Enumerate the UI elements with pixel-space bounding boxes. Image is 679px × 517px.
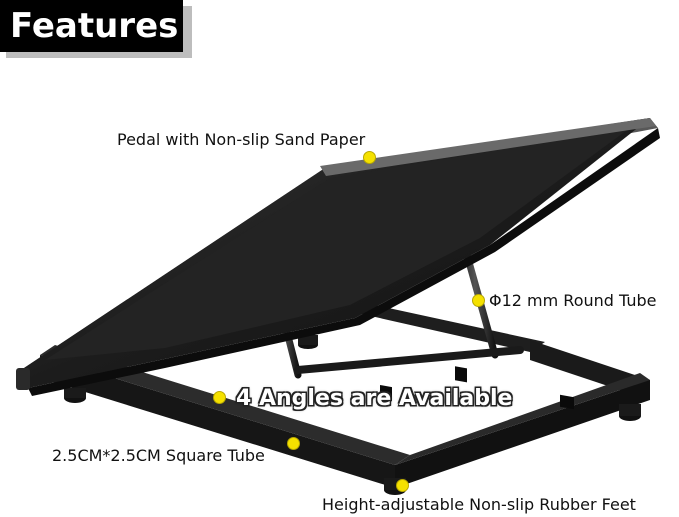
marker-dot-square-tube xyxy=(287,437,300,450)
callout-angles-label: 4 Angles are Available xyxy=(236,386,513,411)
pedal-plate xyxy=(16,118,660,396)
marker-dot-feet xyxy=(396,479,409,492)
callout-square-tube-label: 2.5CM*2.5CM Square Tube xyxy=(52,446,265,465)
marker-dot-pedal xyxy=(363,151,376,164)
callout-feet-label: Height-adjustable Non-slip Rubber Feet xyxy=(322,495,636,514)
callout-pedal-label: Pedal with Non-slip Sand Paper xyxy=(117,130,366,149)
page-title: Features xyxy=(0,0,183,52)
callout-round-tube-label: Φ12 mm Round Tube xyxy=(489,291,657,310)
marker-dot-angles xyxy=(213,391,226,404)
marker-dot-round-tube xyxy=(472,294,485,307)
